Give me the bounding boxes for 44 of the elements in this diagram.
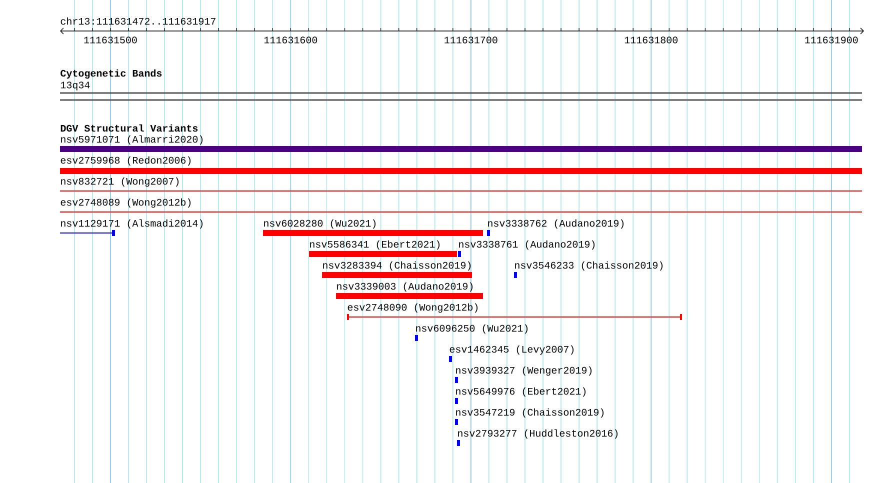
- track-title: DGV Structural Variants: [60, 124, 198, 132]
- variant-feature: nsv3547219 (Chaisson2019): [455, 408, 604, 425]
- variant-feature: esv2759968 (Redon2006): [60, 156, 862, 174]
- variant-feature: nsv3339003 (Audano2019): [336, 282, 483, 299]
- node-label: nsv6028280 (Wu2021): [264, 219, 376, 229]
- node-label: esv2759968 (Redon2006): [60, 156, 191, 166]
- node-label: nsv3939327 (Wenger2019): [456, 366, 592, 376]
- variant-feature: nsv5649976 (Ebert2021): [455, 387, 586, 404]
- variant-feature: nsv2793277 (Huddleston2016): [457, 429, 618, 446]
- node-label: nsv3546233 (Chaisson2019): [515, 261, 663, 271]
- node-label: nsv5971071 (Almarri2020): [61, 135, 203, 145]
- variant-feature: nsv3338762 (Audano2019): [487, 219, 624, 236]
- node-label: nsv3338762 (Audano2019): [488, 219, 624, 229]
- variant-feature: nsv3939327 (Wenger2019): [455, 366, 592, 383]
- variant-feature: esv2748089 (Wong2012b): [60, 198, 862, 212]
- variant-feature: nsv1129171 (Alsmadi2014): [60, 219, 203, 236]
- variant-feature: nsv3283394 (Chaisson2019): [322, 261, 472, 278]
- variant-feature: nsv5586341 (Ebert2021): [309, 240, 457, 257]
- node-label: nsv2793277 (Huddleston2016): [458, 429, 618, 439]
- node-label: nsv3339003 (Audano2019): [337, 282, 473, 292]
- node-label: nsv5586341 (Ebert2021): [310, 240, 440, 250]
- variant-feature: nsv5971071 (Almarri2020): [60, 135, 862, 152]
- variant-feature: esv1462345 (Levy2007): [449, 345, 574, 362]
- node-label: nsv5649976 (Ebert2021): [456, 387, 586, 397]
- variant-feature: nsv6028280 (Wu2021): [263, 219, 483, 236]
- node-label: nsv6096250 (Wu2021): [416, 324, 528, 334]
- ruler-tick-label: 111631900: [805, 36, 858, 44]
- variant-feature: nsv832721 (Wong2007): [60, 177, 862, 192]
- node-label: nsv1129171 (Alsmadi2014): [61, 219, 203, 229]
- node-label: nsv3547219 (Chaisson2019): [456, 408, 604, 418]
- cytoband-track: 13q34: [60, 82, 862, 100]
- variant-feature: esv2748090 (Wong2012b): [346, 303, 682, 320]
- node-label: nsv3283394 (Chaisson2019): [323, 261, 471, 271]
- variant-feature: nsv3338761 (Audano2019): [458, 240, 595, 257]
- location-text: chr13:111631472..111631917: [60, 17, 216, 25]
- ruler-tick-label: 111631500: [84, 36, 137, 44]
- ruler-tick-label: 111631600: [264, 36, 318, 44]
- ruler-tick-label: 111631800: [624, 36, 678, 44]
- variant-feature: nsv6096250 (Wu2021): [415, 324, 528, 341]
- node-label: nsv3338761 (Audano2019): [459, 240, 595, 250]
- variant-feature: nsv3546233 (Chaisson2019): [514, 261, 663, 278]
- node-label: esv2748090 (Wong2012b): [348, 303, 478, 313]
- ruler-tick-label: 111631700: [444, 36, 498, 44]
- node-label: esv1462345 (Levy2007): [450, 345, 574, 355]
